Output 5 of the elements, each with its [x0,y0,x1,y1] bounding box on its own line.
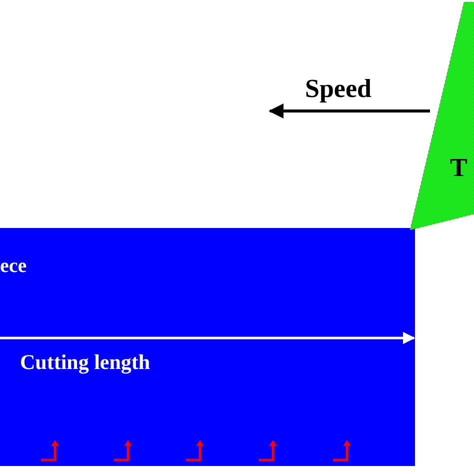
length-label: Cutting length [20,352,150,373]
part-label: ece [0,256,27,276]
part-label: T [450,155,468,181]
speed-label: Speed [305,76,372,102]
workpiece-block [0,228,415,466]
